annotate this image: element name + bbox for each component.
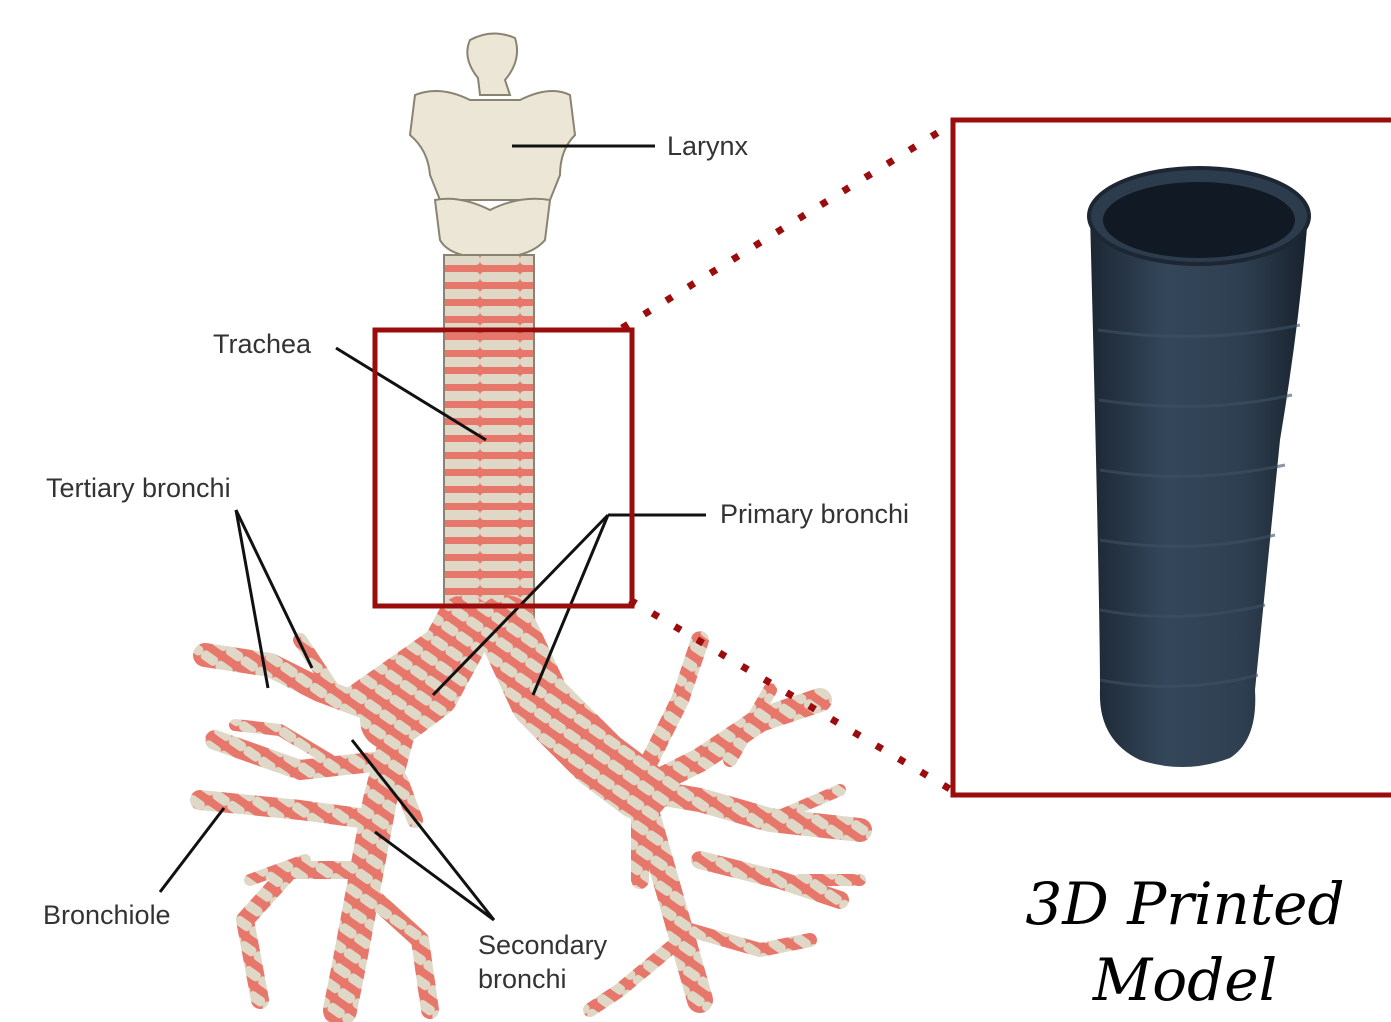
zoom-connector-lines bbox=[622, 122, 955, 792]
trachea-label: Trachea bbox=[213, 329, 312, 359]
trachea-illustration bbox=[444, 255, 534, 625]
caption-3d-printed-model: 3D Printed Model bbox=[975, 866, 1391, 1018]
caption-line2: Model bbox=[975, 942, 1391, 1018]
bronchiole-label: Bronchiole bbox=[43, 900, 171, 930]
larynx-label: Larynx bbox=[667, 131, 749, 161]
caption-line1: 3D Printed bbox=[975, 866, 1391, 942]
secondary-bronchi-label-line1: Secondary bbox=[478, 930, 608, 960]
tertiary-bronchi-label: Tertiary bronchi bbox=[46, 473, 231, 503]
secondary-bronchi-label-line2: bronchi bbox=[478, 964, 567, 994]
primary-bronchi-label: Primary bronchi bbox=[720, 499, 909, 529]
